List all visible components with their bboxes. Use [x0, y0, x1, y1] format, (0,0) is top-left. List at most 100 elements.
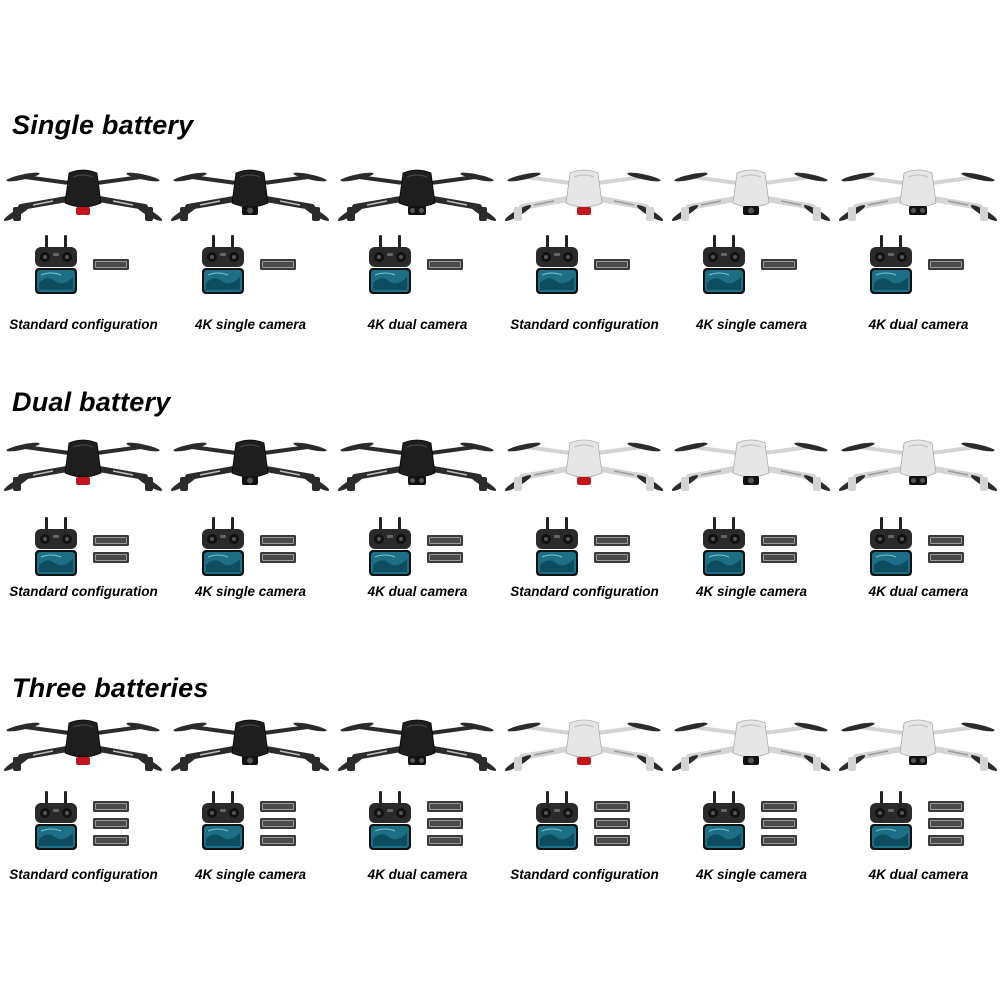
- battery-icon: [260, 816, 296, 829]
- battery-icon: [594, 799, 630, 812]
- battery-icon: [427, 799, 463, 812]
- battery-icon: [928, 816, 964, 829]
- drone-icon: [170, 433, 330, 495]
- battery-icon: [93, 816, 129, 829]
- battery-icon: [594, 816, 630, 829]
- configuration-item: 4K dual camera: [334, 713, 501, 883]
- configuration-item: 4K dual camera: [835, 433, 1001, 603]
- drone-icon: [3, 163, 163, 225]
- configuration-item: Standard configuration: [0, 713, 167, 883]
- configuration-label: 4K single camera: [194, 867, 307, 882]
- remote-controller-icon: [200, 517, 246, 577]
- battery-icon: [928, 550, 964, 563]
- battery-icon: [260, 550, 296, 563]
- battery-icon: [594, 833, 630, 846]
- configuration-label: Standard configuration: [510, 584, 659, 599]
- configuration-item: Standard configuration: [501, 713, 668, 883]
- configuration-item: 4K dual camera: [334, 433, 501, 603]
- drone-icon: [337, 433, 497, 495]
- configuration-item: 4K single camera: [167, 713, 334, 883]
- battery-icon: [761, 257, 797, 270]
- battery-icon: [594, 257, 630, 270]
- configuration-label: Standard configuration: [510, 317, 659, 332]
- configuration-label: 4K single camera: [695, 317, 808, 332]
- configuration-item: 4K dual camera: [835, 713, 1001, 883]
- remote-controller-icon: [868, 791, 914, 851]
- battery-icon: [427, 816, 463, 829]
- battery-icon: [761, 533, 797, 546]
- drone-icon: [504, 713, 664, 775]
- configuration-item: 4K single camera: [668, 163, 835, 333]
- remote-controller-icon: [534, 791, 580, 851]
- drone-icon: [170, 713, 330, 775]
- battery-icon: [260, 533, 296, 546]
- configuration-item: 4K single camera: [167, 433, 334, 603]
- battery-icon: [93, 257, 129, 270]
- battery-icon: [928, 533, 964, 546]
- remote-controller-icon: [367, 791, 413, 851]
- remote-controller-icon: [701, 235, 747, 295]
- remote-controller-icon: [534, 235, 580, 295]
- remote-controller-icon: [868, 517, 914, 577]
- remote-controller-icon: [200, 235, 246, 295]
- remote-controller-icon: [33, 235, 79, 295]
- remote-controller-icon: [868, 235, 914, 295]
- configuration-item: 4K single camera: [167, 163, 334, 333]
- drone-icon: [838, 713, 998, 775]
- configuration-row: Standard configuration: [0, 433, 1001, 603]
- configuration-item: 4K dual camera: [334, 163, 501, 333]
- configuration-item: Standard configuration: [501, 433, 668, 603]
- battery-icon: [427, 550, 463, 563]
- configuration-item: 4K single camera: [668, 433, 835, 603]
- configuration-label: 4K dual camera: [367, 317, 468, 332]
- configuration-item: Standard configuration: [0, 163, 167, 333]
- configuration-label: Standard configuration: [9, 317, 158, 332]
- battery-icon: [594, 533, 630, 546]
- remote-controller-icon: [701, 791, 747, 851]
- remote-controller-icon: [33, 517, 79, 577]
- configuration-row: Standard configuration 4K si: [0, 163, 1001, 333]
- drone-icon: [3, 713, 163, 775]
- drone-icon: [838, 433, 998, 495]
- drone-icon: [671, 713, 831, 775]
- remote-controller-icon: [367, 235, 413, 295]
- battery-icon: [260, 799, 296, 812]
- configuration-label: 4K single camera: [194, 584, 307, 599]
- configuration-item: Standard configuration: [0, 433, 167, 603]
- remote-controller-icon: [701, 517, 747, 577]
- section-title: Three batteries: [12, 673, 209, 703]
- configuration-label: 4K dual camera: [868, 317, 969, 332]
- battery-icon: [93, 550, 129, 563]
- drone-icon: [671, 433, 831, 495]
- configuration-item: 4K single camera: [668, 713, 835, 883]
- drone-icon: [838, 163, 998, 225]
- drone-icon: [504, 163, 664, 225]
- drone-icon: [337, 163, 497, 225]
- battery-icon: [260, 257, 296, 270]
- battery-icon: [427, 833, 463, 846]
- configuration-label: Standard configuration: [9, 867, 158, 882]
- battery-icon: [761, 799, 797, 812]
- battery-icon: [928, 257, 964, 270]
- configuration-label: 4K single camera: [194, 317, 307, 332]
- remote-controller-icon: [200, 791, 246, 851]
- configuration-item: 4K dual camera: [835, 163, 1001, 333]
- battery-icon: [761, 833, 797, 846]
- configuration-label: 4K single camera: [695, 584, 808, 599]
- drone-icon: [337, 713, 497, 775]
- configuration-row: Standard configuration: [0, 713, 1001, 883]
- battery-icon: [93, 799, 129, 812]
- battery-icon: [427, 257, 463, 270]
- configuration-label: 4K dual camera: [367, 867, 468, 882]
- battery-icon: [928, 833, 964, 846]
- battery-icon: [761, 550, 797, 563]
- battery-icon: [260, 833, 296, 846]
- section-title: Dual battery: [12, 387, 171, 417]
- battery-icon: [427, 533, 463, 546]
- drone-icon: [671, 163, 831, 225]
- configuration-label: 4K dual camera: [868, 584, 969, 599]
- drone-icon: [3, 433, 163, 495]
- battery-icon: [93, 533, 129, 546]
- configuration-label: Standard configuration: [9, 584, 158, 599]
- battery-icon: [93, 833, 129, 846]
